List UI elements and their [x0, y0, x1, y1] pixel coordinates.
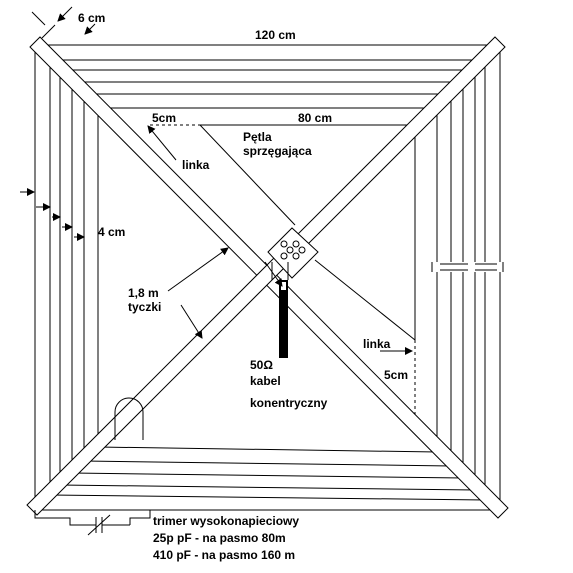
label-trimer-160m: 410 pF - na pasmo 160 m: [153, 548, 295, 562]
label-petla: Pętla: [243, 130, 272, 144]
label-konentryczny: konentryczny: [250, 396, 328, 410]
label-sprzegajaca: sprzęgająca: [243, 144, 312, 158]
coax-cable: [279, 280, 288, 358]
dimension-markers: [20, 6, 413, 355]
label-5cm-right: 5cm: [384, 368, 408, 382]
label-cable-impedance: 50Ω: [250, 358, 273, 372]
label-trimer-80m: 25p pF - na pasmo 80m: [153, 531, 286, 545]
text-labels: 6 cm 120 cm 5cm 80 cm Pętla sprzęgająca …: [78, 11, 408, 562]
label-5cm-top: 5cm: [152, 111, 176, 125]
label-trimer-title: trimer wysokonapieciowy: [153, 514, 299, 528]
label-tyczki: tyczki: [128, 300, 161, 314]
label-linka-right: linka: [363, 337, 391, 351]
label-linka-top: linka: [182, 158, 210, 172]
label-6cm: 6 cm: [78, 11, 105, 25]
label-120cm: 120 cm: [255, 28, 296, 42]
label-tyczki-length: 1,8 m: [128, 286, 159, 300]
loop-windings: [34, 44, 501, 511]
label-kabel: kabel: [250, 374, 281, 388]
poles: [26, 36, 509, 519]
coupling-loop: [150, 124, 416, 425]
label-4cm: 4 cm: [98, 225, 125, 239]
label-80cm: 80 cm: [298, 111, 332, 125]
right-gap-capacitor: [431, 262, 504, 272]
trimmer-circuit: [34, 397, 151, 536]
pole-diagonal-2: [26, 36, 506, 516]
center-junction-box: [267, 227, 319, 280]
